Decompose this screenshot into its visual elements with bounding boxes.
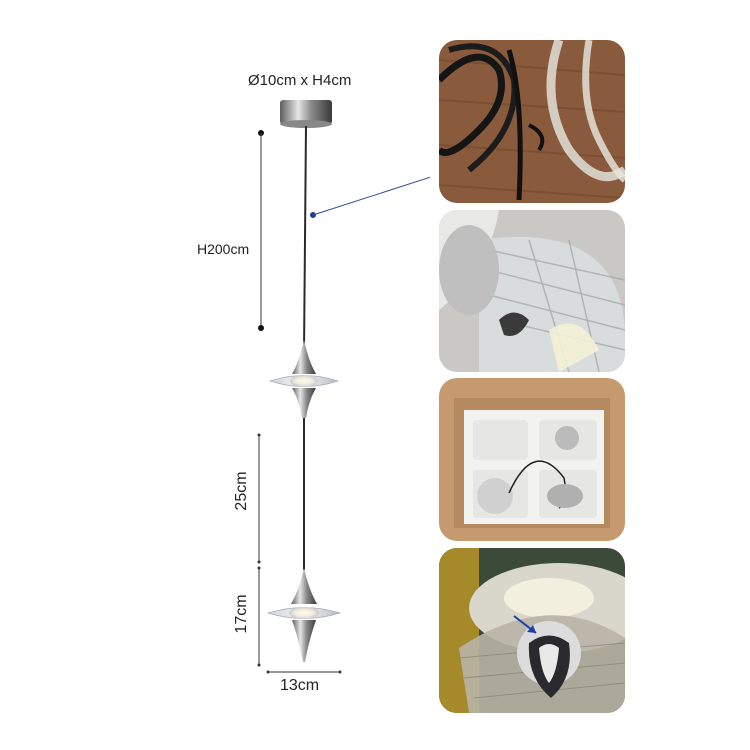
lamp-width-label: 13cm [280,677,320,694]
canopy [280,100,332,124]
cable [303,125,307,353]
lower-lamp [266,568,342,662]
canopy-dimension-label: Ø10cm x H4cm [248,72,352,89]
cable-height-label: H200cm [197,241,250,257]
packaging-box-photo [439,378,625,541]
spacing-label: 25cm [233,471,250,511]
height-dimension-line [258,130,264,331]
spacing-dimension-line [257,433,261,564]
lamp-height-dimension-line [257,566,261,667]
upper-lamp [268,340,340,418]
pendant-lamp-drawing [257,100,430,674]
power-cable-photo [439,40,625,203]
lamp-underside-closeup-photo [439,548,625,713]
crystal-disc-closeup-photo [439,210,625,372]
lamp-width-dimension-line [266,670,342,674]
lamp-height-label: 17cm [233,594,250,634]
